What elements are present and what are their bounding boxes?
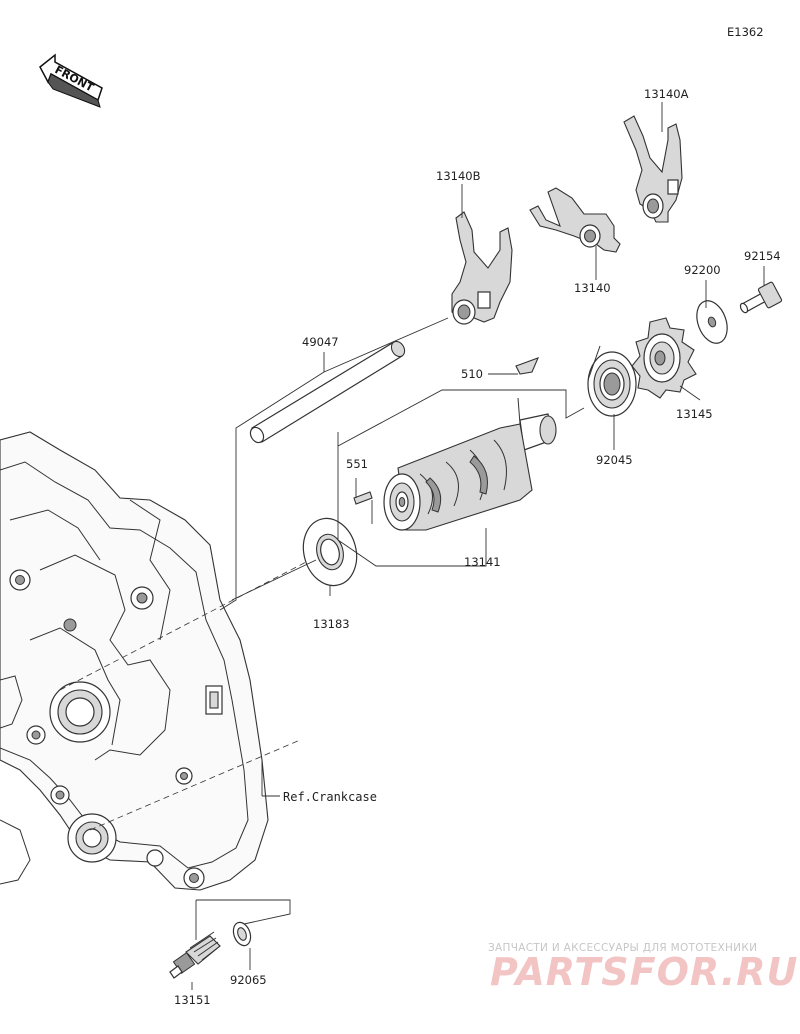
watermark: ЗАПЧАСТИ И АКСЕССУАРЫ ДЛЯ МОТОТЕХНИКИ PA…: [488, 942, 798, 994]
fork-shaft-49047: [249, 340, 406, 444]
watermark-brand: PARTSFOR.RU: [490, 950, 798, 994]
label-92200: 92200: [684, 263, 721, 277]
label-92045: 92045: [596, 453, 633, 467]
watermark-tagline: ЗАПЧАСТИ И АКСЕССУАРЫ ДЛЯ МОТОТЕХНИКИ: [488, 942, 757, 954]
pin-551: [353, 491, 373, 505]
label-13140A: 13140A: [644, 87, 689, 101]
shift-fork-13140A: [623, 115, 683, 223]
bearing-92045: [587, 345, 637, 417]
part-labels: 13140A 13140B 13140 92154 92200 49047 51…: [174, 87, 781, 1007]
drum-cam-13145: [631, 317, 697, 399]
label-13183: 13183: [313, 617, 350, 631]
front-arrow-icon: FRONT: [39, 53, 103, 108]
label-13151: 13151: [174, 993, 211, 1007]
pin-510: [515, 357, 540, 375]
label-92154: 92154: [744, 249, 781, 263]
shift-fork-13140: [529, 187, 621, 253]
label-510: 510: [461, 367, 483, 381]
label-13145: 13145: [676, 407, 713, 421]
leader-lines: [191, 102, 765, 990]
label-13140B: 13140B: [436, 169, 481, 183]
washer-92200: [696, 300, 728, 344]
label-49047: 49047: [302, 335, 339, 349]
switch-13151: [169, 931, 221, 979]
label-ref-crankcase: Ref.Crankcase: [283, 790, 377, 804]
bolt-92154: [739, 281, 783, 314]
shift-drum-13141: [383, 397, 557, 531]
shift-fork-13140B: [451, 211, 513, 325]
crankcase-drawing: [0, 431, 311, 891]
label-13141: 13141: [464, 555, 501, 569]
label-551: 551: [346, 457, 368, 471]
label-13140: 13140: [574, 281, 611, 295]
label-92065: 92065: [230, 973, 267, 987]
spacer-13183: [302, 517, 358, 587]
diagram-code: E1362: [727, 25, 764, 39]
washer-92065: [232, 921, 252, 947]
